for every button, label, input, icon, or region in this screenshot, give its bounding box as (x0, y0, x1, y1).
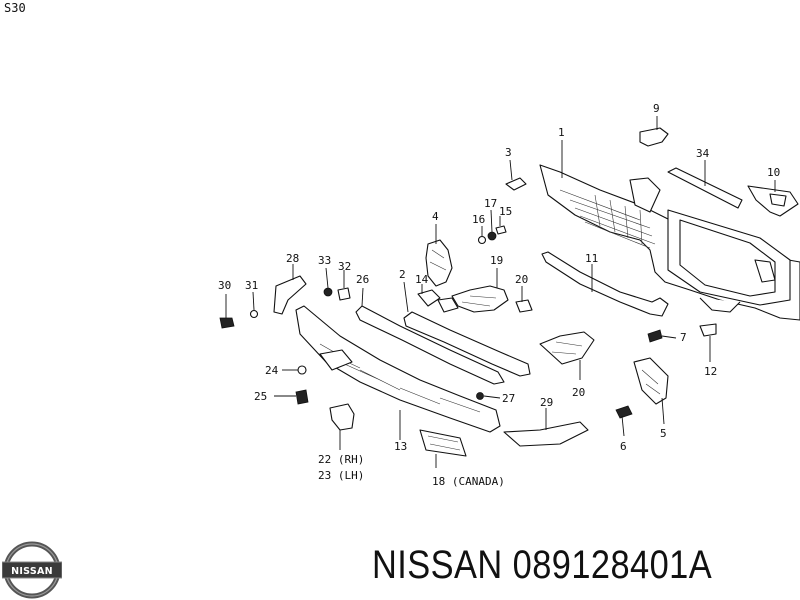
bracket-28 (273, 275, 307, 315)
bumper-fascia-inner (319, 349, 353, 371)
nissan-logo-text: NISSAN (11, 566, 53, 577)
callout-13: 13 (394, 440, 407, 453)
callout-labels: 1 9 34 10 3 17 16 15 4 11 19 14 20 2 26 … (218, 102, 780, 488)
bumper-fascia-13 (295, 305, 501, 433)
callout-5: 5 (660, 427, 667, 440)
bracket-19 (451, 285, 509, 313)
callout-14: 14 (415, 273, 429, 286)
clip-24 (297, 365, 307, 375)
callout-28: 28 (286, 252, 299, 265)
clip-3 (505, 177, 527, 191)
bumper-stay-26 (355, 305, 505, 385)
callout-18: 18 (CANADA) (432, 475, 505, 488)
lower-stay-11 (541, 251, 669, 317)
bracket-22-23 (329, 403, 355, 431)
callout-25: 25 (254, 390, 267, 403)
callout-7: 7 (680, 331, 687, 344)
bolt-30 (219, 317, 235, 329)
section-code: S30 (4, 1, 26, 15)
callout-22: 22 (RH) (318, 453, 364, 466)
callout-15: 15 (499, 205, 512, 218)
callout-2: 2 (399, 268, 406, 281)
bracket-14 (417, 289, 441, 307)
clip-17 (487, 231, 497, 241)
callout-12: 12 (704, 365, 717, 378)
clip-32 (337, 287, 351, 301)
plate-bracket-18 (419, 429, 467, 457)
callout-33: 33 (318, 254, 331, 267)
clip-27 (476, 392, 484, 400)
bracket-20-lower (539, 331, 595, 365)
callout-29: 29 (540, 396, 553, 409)
callout-19: 19 (490, 254, 503, 267)
callout-32: 32 (338, 260, 351, 273)
trim-29 (503, 421, 589, 447)
callout-24: 24 (265, 364, 279, 377)
bracket-10-flange (769, 193, 787, 207)
bumper-reinforcement-2 (403, 311, 531, 377)
clip-12 (699, 323, 717, 337)
bracket-9 (639, 127, 669, 147)
washer-31 (249, 309, 259, 319)
radiator-core-support (539, 164, 800, 321)
callout-10: 10 (767, 166, 780, 179)
callout-34: 34 (696, 147, 710, 160)
clip-15 (495, 225, 507, 235)
callout-16: 16 (472, 213, 485, 226)
nissan-logo: NISSAN (2, 541, 62, 599)
clip-33 (323, 287, 333, 297)
callout-20-upper: 20 (515, 273, 528, 286)
bracket-4 (425, 239, 453, 287)
callout-23: 23 (LH) (318, 469, 364, 482)
callout-20-lower: 20 (572, 386, 585, 399)
callout-6: 6 (620, 440, 627, 453)
callout-27: 27 (502, 392, 515, 405)
clip-20-upper (515, 299, 533, 313)
bolt-7 (647, 329, 663, 343)
upper-seal-strip (667, 167, 743, 209)
callout-26: 26 (356, 273, 369, 286)
part-number-caption: NISSAN 089128401A (372, 543, 713, 587)
leader-lines (225, 116, 776, 468)
callout-3: 3 (505, 146, 512, 159)
bracket-14-link (437, 297, 459, 313)
callout-1: 1 (558, 126, 565, 139)
bolt-25 (295, 389, 309, 405)
bolt-6 (615, 405, 633, 419)
clip-16 (477, 235, 487, 245)
callout-30: 30 (218, 279, 231, 292)
callout-17: 17 (484, 197, 497, 210)
callout-31: 31 (245, 279, 258, 292)
callout-11: 11 (585, 252, 598, 265)
bracket-5 (633, 357, 669, 405)
callout-9: 9 (653, 102, 660, 115)
callout-4: 4 (432, 210, 439, 223)
